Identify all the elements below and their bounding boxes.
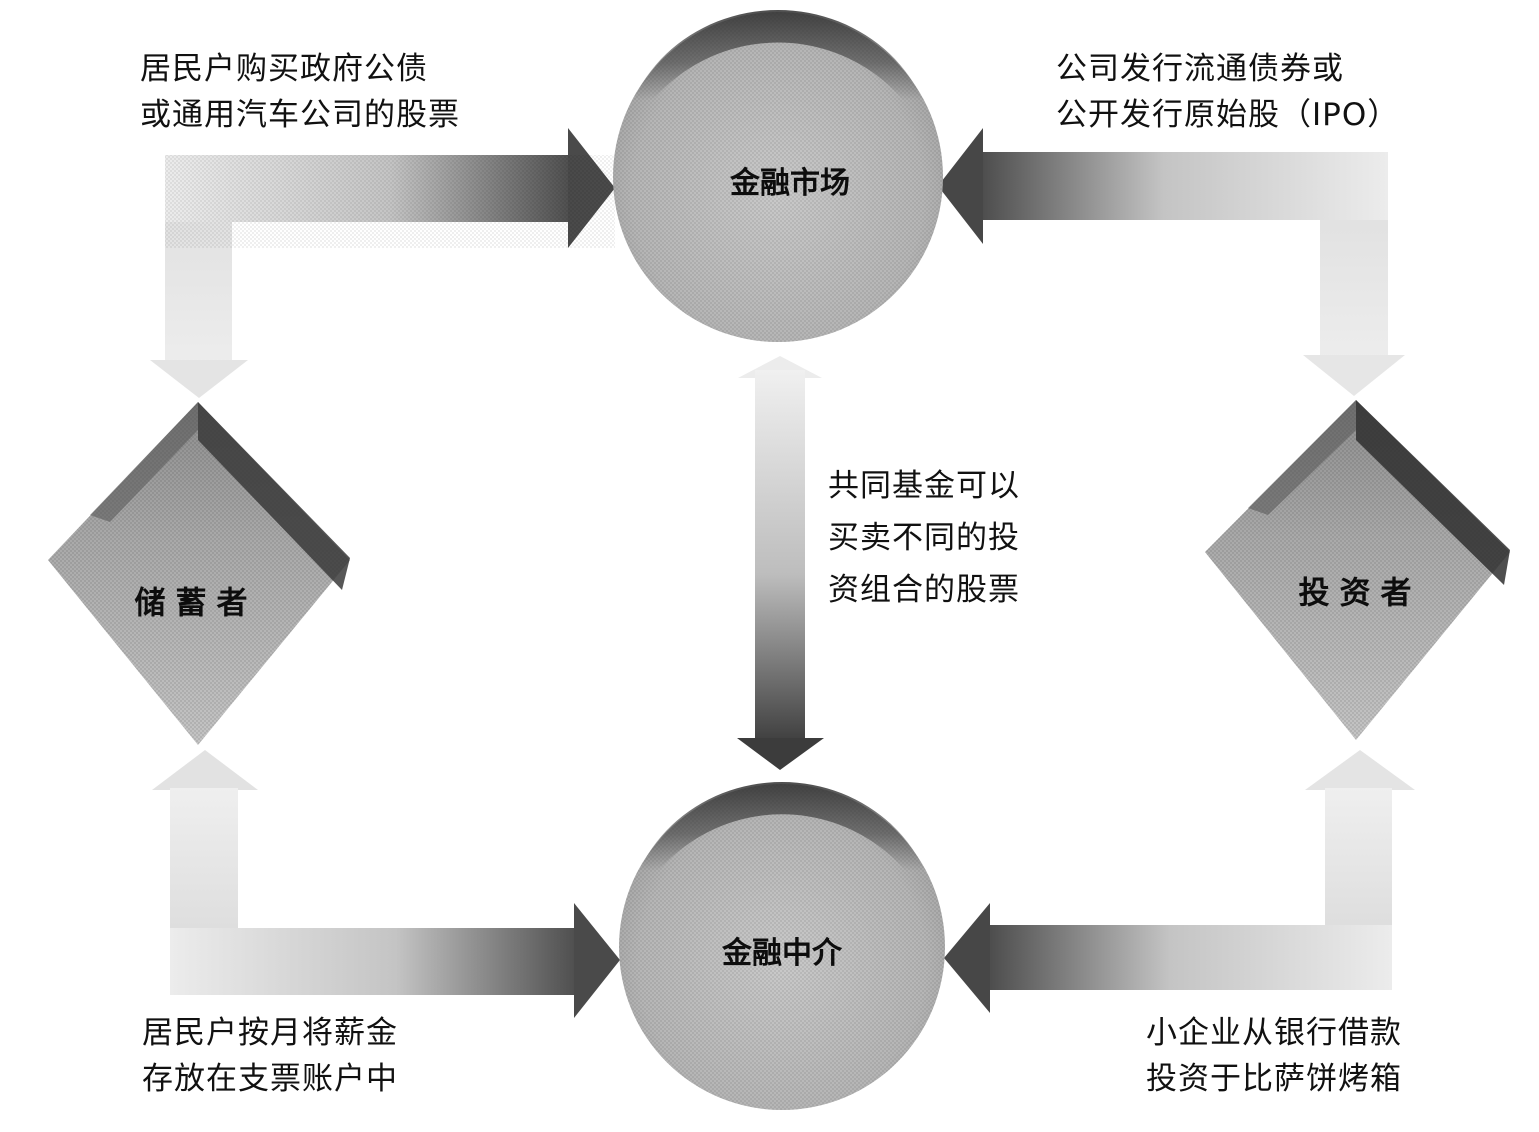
savers-label: 储蓄者 (134, 585, 258, 622)
investors-label: 投资者 (1298, 575, 1422, 612)
financial-market-label: 金融市场 (730, 166, 850, 201)
annotation-top-right-line2: 公开发行原始股（IPO） (1056, 97, 1400, 133)
annotation-center-line1: 共同基金可以 (828, 468, 1020, 504)
financial-intermediary-label: 金融中介 (722, 936, 842, 971)
annotation-center-line3: 资组合的股票 (828, 572, 1020, 608)
node-financial-market (613, 10, 943, 342)
node-savers (48, 402, 350, 745)
annotation-top-left-line1: 居民户购买政府公债 (140, 51, 428, 87)
annotation-top-right-line1: 公司发行流通债券或 (1056, 51, 1344, 87)
annotation-center: 共同基金可以 买卖不同的投 资组合的股票 (828, 460, 1020, 616)
arrow-investors-to-intermediary (944, 750, 1415, 1013)
annotation-bottom-left: 居民户按月将薪金 存放在支票账户中 (142, 1010, 398, 1102)
node-investors (1205, 400, 1510, 740)
node-financial-intermediary (619, 782, 945, 1110)
annotation-center-line2: 买卖不同的投 (828, 520, 1020, 556)
annotation-bottom-right: 小企业从银行借款 投资于比萨饼烤箱 (1146, 1010, 1402, 1102)
annotation-top-left: 居民户购买政府公债 或通用汽车公司的股票 (140, 46, 460, 138)
annotation-top-right: 公司发行流通债券或 公开发行原始股（IPO） (1056, 46, 1399, 138)
annotation-bottom-left-line2: 存放在支票账户中 (142, 1061, 398, 1097)
arrow-savers-to-market (150, 128, 615, 398)
annotation-bottom-right-line2: 投资于比萨饼烤箱 (1146, 1061, 1402, 1097)
arrow-investors-to-market (938, 128, 1405, 396)
annotation-bottom-left-line1: 居民户按月将薪金 (142, 1015, 398, 1051)
annotation-top-left-line2: 或通用汽车公司的股票 (140, 97, 460, 133)
arrow-market-to-intermediary (737, 356, 824, 770)
arrow-savers-to-intermediary (152, 750, 620, 1018)
annotation-bottom-right-line1: 小企业从银行借款 (1146, 1015, 1402, 1051)
